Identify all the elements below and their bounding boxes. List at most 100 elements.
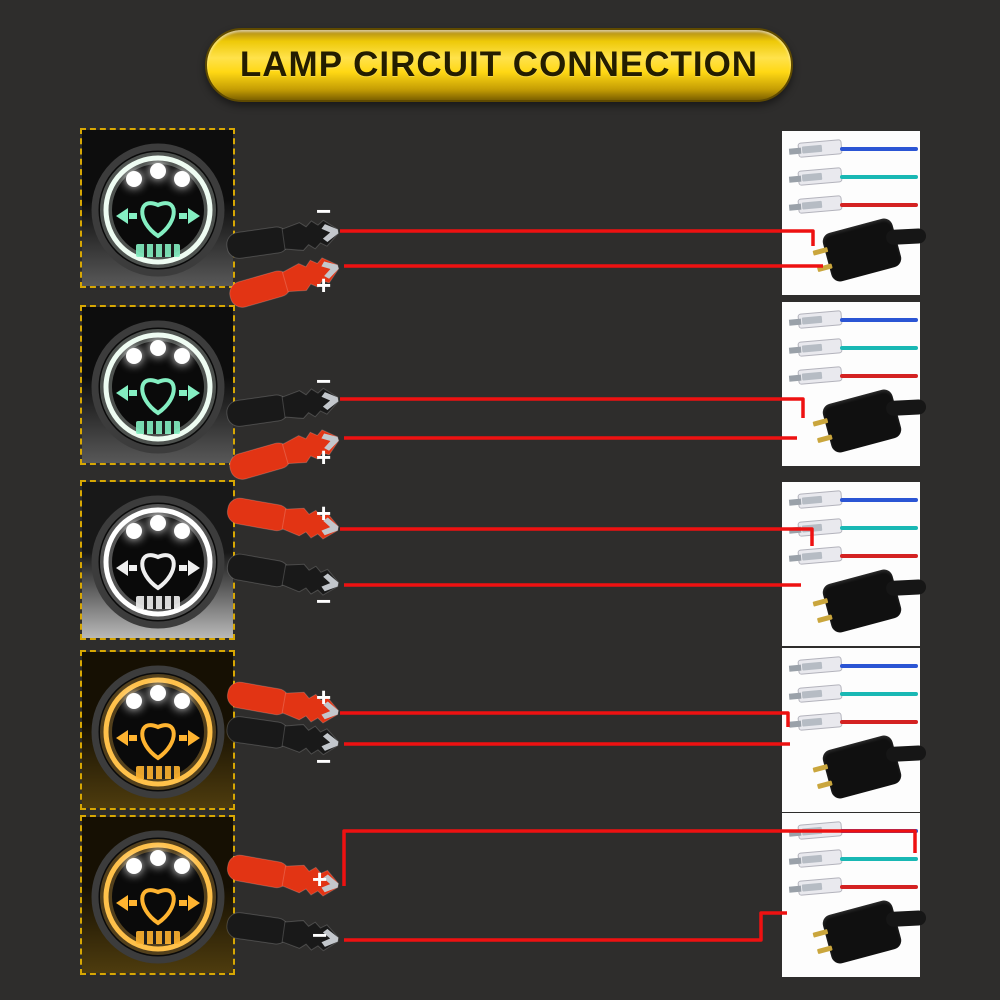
polarity-label-negative: − (312, 920, 328, 950)
spade-terminal-teal (788, 167, 920, 186)
red-wire (344, 911, 787, 942)
headlight-photo (80, 480, 235, 640)
headlight-icon (91, 495, 224, 629)
spade-terminal-teal (788, 849, 920, 868)
connector-pin (812, 928, 829, 938)
blue-wire (840, 318, 918, 322)
polarity-label-positive: + (316, 682, 332, 712)
red-wire (340, 229, 815, 246)
h4-connector (812, 567, 927, 635)
connector-pin (812, 763, 829, 773)
spade-terminal-red (788, 712, 920, 731)
lamp-photo-bg (82, 482, 233, 638)
alligator-clip-positive (223, 487, 345, 550)
lamp-photo-bg (82, 652, 233, 808)
headlight-photo (80, 305, 235, 465)
polarity-label-positive: + (312, 864, 328, 894)
terminal-sleeve-icon (797, 310, 843, 329)
terminal-panel (782, 131, 927, 295)
terminal-sleeve-icon (797, 338, 843, 357)
connector-pin (816, 263, 833, 273)
blue-wire (840, 147, 918, 151)
red-wire (340, 527, 814, 546)
terminal-sleeve-icon (797, 139, 843, 158)
teal-wire (840, 526, 918, 530)
polarity-label-positive: + (316, 498, 332, 528)
lamp-photo-bg (82, 817, 233, 973)
h4-connector (812, 216, 927, 284)
headlight-photo (80, 128, 235, 288)
headlight-photo (80, 650, 235, 810)
terminal-sleeve-icon (797, 518, 843, 537)
polarity-label-negative: − (316, 366, 332, 396)
teal-wire (840, 175, 918, 179)
headlight-photo (80, 815, 235, 975)
teal-wire (840, 692, 918, 696)
headlight-icon (91, 665, 224, 799)
spade-terminal-red (788, 366, 920, 385)
connector-cable (885, 228, 927, 246)
red-terminal-wire (840, 885, 918, 889)
headlight-icon (91, 830, 224, 964)
polarity-label-positive: + (316, 270, 332, 300)
red-wire (340, 711, 790, 727)
red-terminal-wire (840, 720, 918, 724)
spade-terminal-teal (788, 518, 920, 537)
alligator-clip-negative (223, 543, 345, 606)
spade-terminal-red (788, 877, 920, 896)
spade-terminal-blue (788, 310, 920, 329)
h4-connector (812, 898, 927, 966)
lamp-photo-bg (82, 307, 233, 463)
terminal-sleeve-icon (797, 821, 843, 840)
terminal-sleeve-icon (797, 877, 843, 896)
h4-connector (812, 387, 927, 455)
terminal-sleeve-icon (797, 656, 843, 675)
teal-wire (840, 857, 918, 861)
connector-cable (885, 399, 927, 417)
spade-terminal-blue (788, 656, 920, 675)
red-wire (340, 397, 805, 418)
spade-terminal-blue (788, 821, 920, 840)
alligator-clip-negative (223, 209, 344, 269)
connector-pin (812, 246, 829, 256)
terminal-sleeve-icon (797, 546, 843, 565)
spade-terminal-blue (788, 490, 920, 509)
spade-terminal-blue (788, 139, 920, 158)
terminal-panel (782, 482, 927, 646)
polarity-label-negative: − (316, 746, 332, 776)
blue-wire (840, 498, 918, 502)
alligator-clip-positive (223, 671, 345, 734)
terminal-sleeve-icon (797, 712, 843, 731)
polarity-label-negative: − (316, 586, 332, 616)
red-terminal-wire (840, 554, 918, 558)
polarity-label-negative: − (316, 196, 332, 226)
red-terminal-wire (840, 203, 918, 207)
blue-wire (840, 664, 918, 668)
connector-cable (885, 745, 927, 763)
terminal-panel (782, 302, 927, 466)
teal-wire (840, 346, 918, 350)
connector-pin (816, 945, 833, 955)
terminal-sleeve-icon (797, 195, 843, 214)
alligator-clip-negative (223, 706, 344, 766)
terminal-sleeve-icon (797, 684, 843, 703)
connector-pin (812, 417, 829, 427)
alligator-clip-positive (223, 417, 347, 491)
connector-cable (885, 579, 927, 597)
red-terminal-wire (840, 374, 918, 378)
connector-pin (816, 434, 833, 444)
polarity-label-positive: + (316, 442, 332, 472)
terminal-panel (782, 813, 927, 977)
headlight-icon (91, 143, 224, 277)
terminal-sleeve-icon (797, 366, 843, 385)
alligator-clip-positive (223, 844, 345, 907)
connector-pin (816, 614, 833, 624)
headlight-icon (91, 320, 224, 454)
connector-pin (816, 780, 833, 790)
spade-terminal-teal (788, 338, 920, 357)
blue-wire (840, 829, 918, 833)
lamp-photo-bg (82, 130, 233, 286)
connector-cable (885, 910, 927, 928)
spade-terminal-red (788, 546, 920, 565)
